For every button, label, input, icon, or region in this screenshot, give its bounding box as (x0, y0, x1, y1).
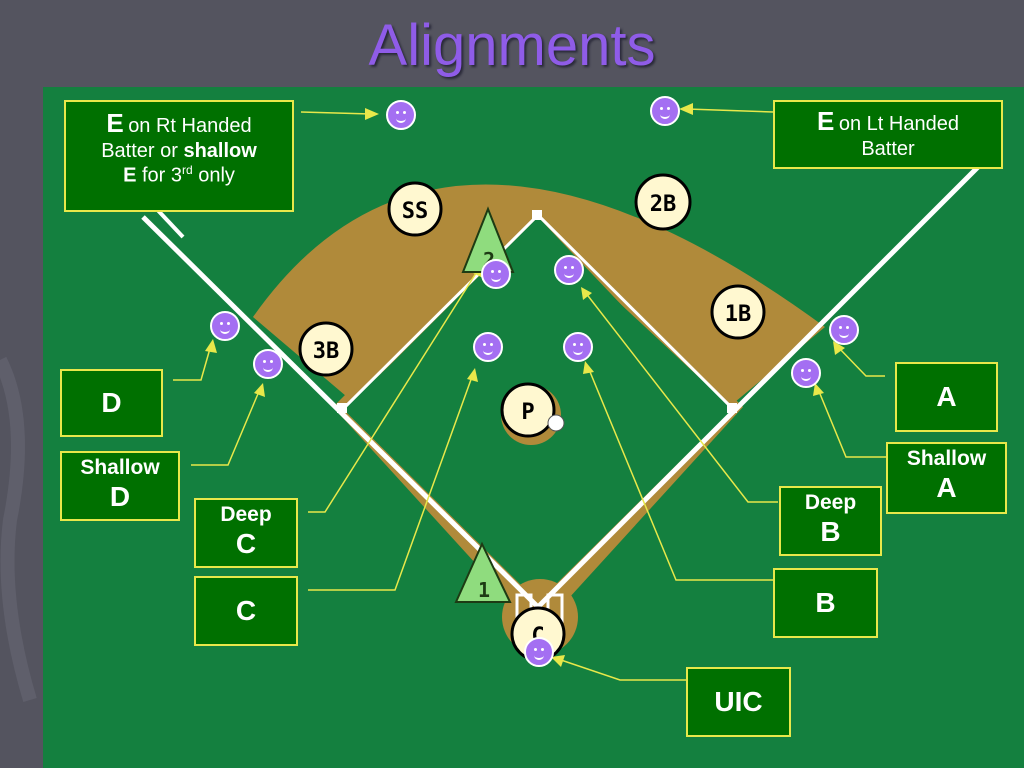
umpire-e-left-smiley-icon (650, 96, 680, 126)
label-shallow-a: Shallow A (886, 442, 1007, 514)
fielder-2b-label: 2B (650, 192, 677, 217)
label-uic-text: UIC (714, 686, 763, 717)
label-e-rt-line3sup: rd (182, 163, 193, 178)
fielder-1b: 1B (710, 284, 766, 340)
fielder-pitcher: P (500, 382, 565, 438)
umpire-b-smiley-icon (563, 332, 593, 362)
umpire-deep-b-smiley-icon (554, 255, 584, 285)
label-d-text: D (101, 387, 122, 418)
label-deep-b: Deep B (779, 486, 882, 556)
umpire-shallow-a-smiley-icon (791, 358, 821, 388)
label-b-text: B (815, 587, 836, 618)
label-a: A (895, 362, 998, 432)
label-e-rt-line3a: E (123, 164, 137, 187)
baseball-icon (547, 414, 565, 432)
label-deep-c-line1: Deep (220, 503, 272, 526)
label-shallow-a-line2: A (936, 472, 957, 504)
second-base (532, 210, 542, 220)
pointer-lines (173, 108, 888, 681)
fielder-1b-label: 1B (725, 302, 752, 327)
fielder-3b: 3B (298, 321, 354, 377)
umpire-d-smiley-icon (210, 311, 240, 341)
label-e-rt-line3c: only (192, 164, 235, 187)
umpire-e-right-smiley-icon (386, 100, 416, 130)
umpire-c-smiley-icon (473, 332, 503, 362)
label-shallow-d-line1: Shallow (80, 456, 160, 479)
label-e-rt-line3b: for 3 (136, 164, 182, 187)
baseball-field: 2 1 SS 2B 1B 3B P C E on Rt Hand (43, 87, 1024, 768)
label-e-right-handed: E on Rt Handed Batter or shallow E for 3… (64, 100, 294, 212)
label-deep-c-line2: C (235, 528, 257, 560)
fielder-pitcher-label: P (521, 400, 534, 425)
label-d: D (60, 369, 163, 437)
fielder-3b-label: 3B (313, 339, 340, 364)
label-b: B (773, 568, 878, 638)
first-base-coach-number: 1 (478, 578, 490, 602)
first-base-foul-line (536, 150, 995, 609)
label-e-left-handed: E on Lt Handed Batter (773, 100, 1003, 169)
label-e-letter: E (106, 108, 124, 138)
umpire-shallow-d-smiley-icon (253, 349, 283, 379)
label-e-rt-line2a: Batter or (101, 140, 184, 163)
label-e-lt-line1: on Lt Handed (838, 113, 959, 135)
fielder-2b: 2B (634, 173, 692, 231)
label-deep-c: Deep C (194, 498, 298, 568)
label-shallow-d-line2: D (109, 481, 131, 513)
first-base-coach-triangle (454, 541, 512, 603)
fielder-ss: SS (387, 181, 443, 237)
fielder-ss-label: SS (402, 199, 429, 224)
label-e-rt-line1: on Rt Handed (128, 115, 252, 137)
field-diagram: 2 1 SS 2B 1B 3B P C (101, 103, 995, 681)
first-base (727, 403, 737, 413)
label-shallow-d: Shallow D (60, 451, 180, 521)
umpire-uic-smiley-icon (524, 637, 554, 667)
label-e-rt-line2b: shallow (183, 140, 257, 163)
label-deep-b-line1: Deep (804, 491, 857, 514)
umpire-deep-c-smiley-icon (481, 259, 511, 289)
label-c: C (194, 576, 298, 646)
label-e-lt-letter: E (817, 106, 835, 136)
label-a-text: A (936, 381, 957, 412)
third-base (337, 403, 347, 413)
pointer-arrowheads (205, 103, 845, 667)
label-shallow-a-line1: Shallow (906, 447, 987, 470)
slide-title: Alignments (368, 13, 656, 78)
umpire-a-smiley-icon (829, 315, 859, 345)
label-deep-b-line2: B (820, 516, 841, 548)
label-uic: UIC (686, 667, 791, 737)
label-c-text: C (235, 595, 257, 626)
label-e-lt-line2: Batter (861, 138, 915, 161)
